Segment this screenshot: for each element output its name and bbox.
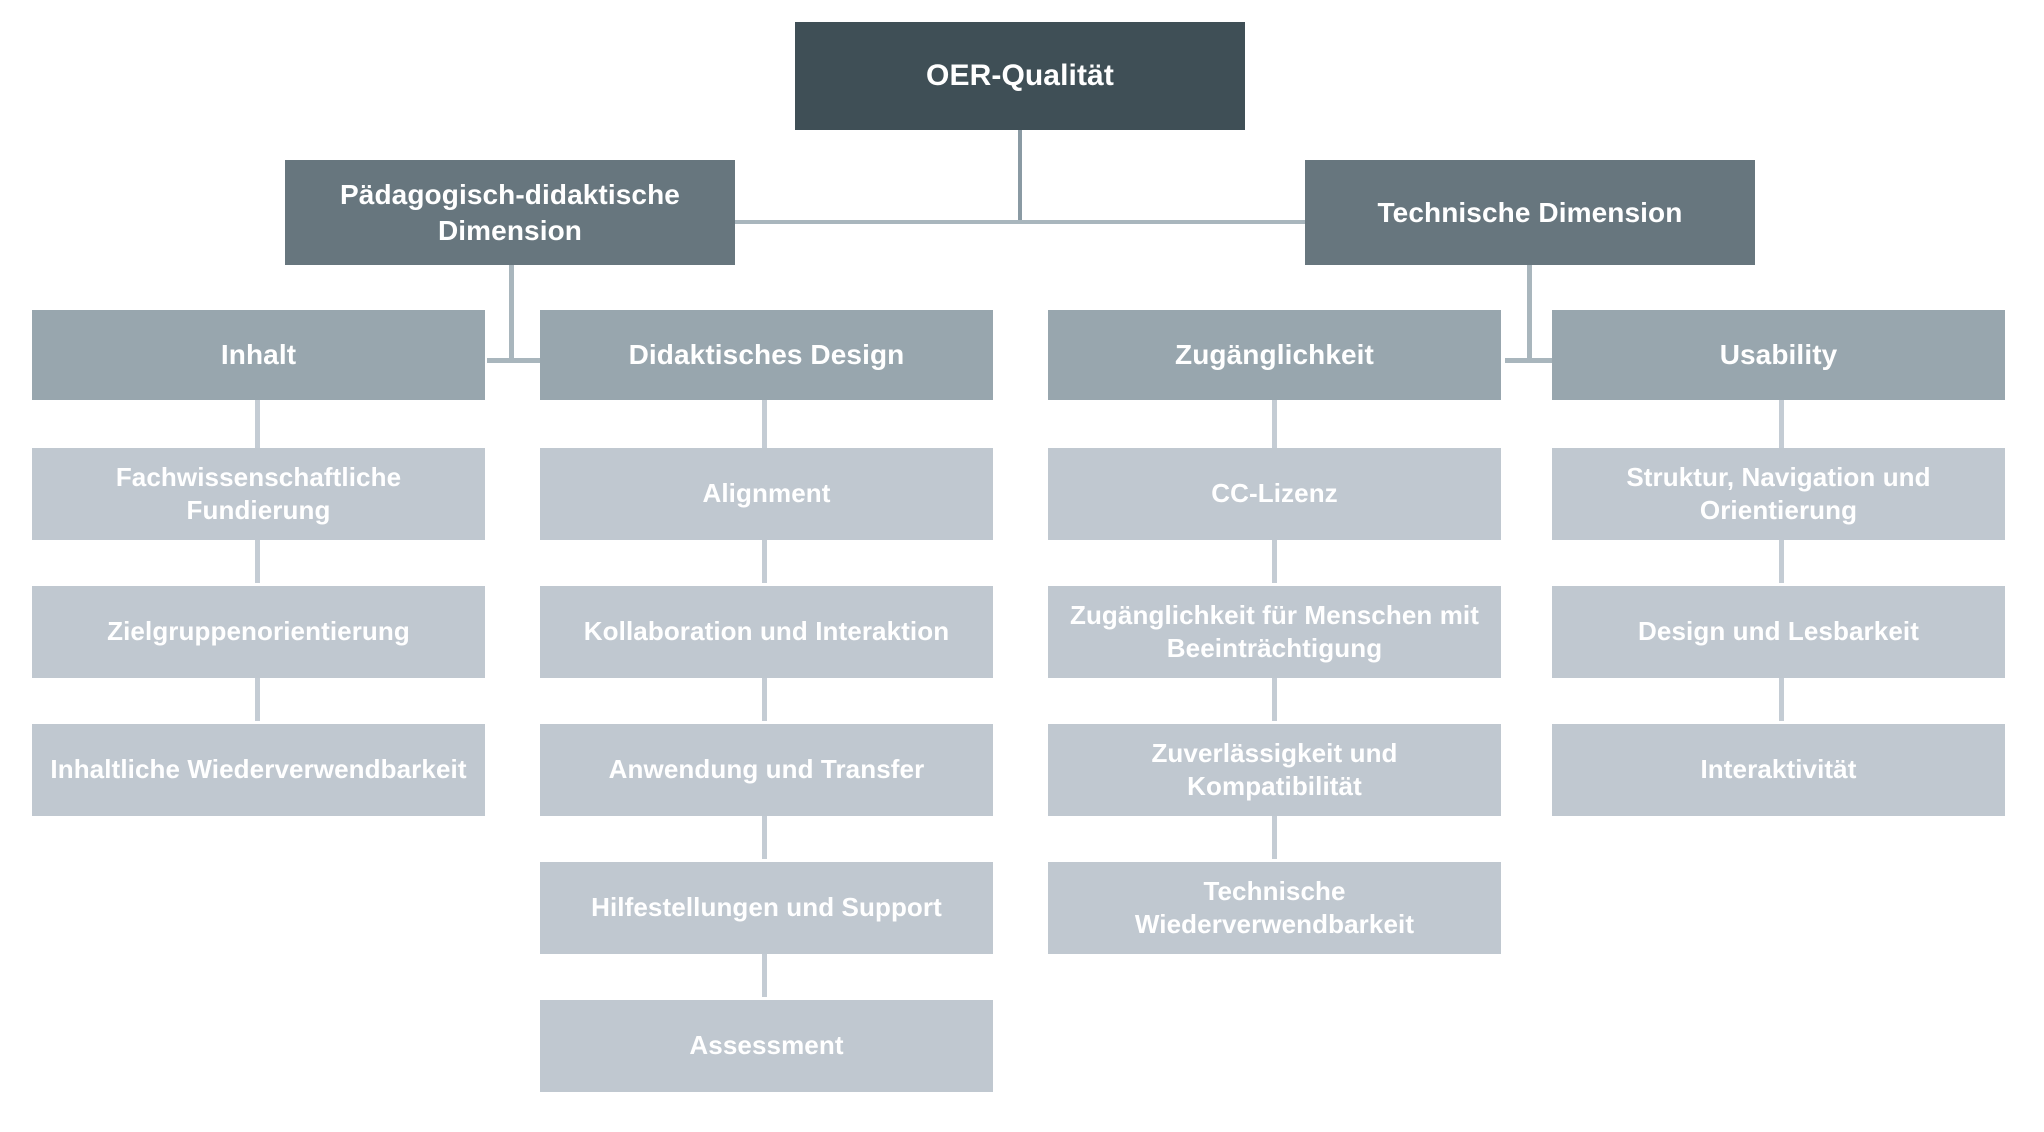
node-category-inhalt[interactable]: Inhalt xyxy=(32,310,485,400)
connector-root-vertical xyxy=(1018,130,1022,222)
node-label: Kollaboration und Interaktion xyxy=(583,616,950,647)
connector-dimension-bus xyxy=(735,220,1305,224)
connector-paed-vertical xyxy=(509,265,514,362)
node-criterion-zugaenglichkeit-fuer-menschen-mit-beeintraechtigung[interactable]: Zugänglichkeit für Menschen mit Beeinträ… xyxy=(1048,586,1501,678)
node-label: Zielgruppenorientierung xyxy=(107,616,410,647)
node-dimension-paedagogisch-didaktisch[interactable]: Pädagogisch-didaktische Dimension xyxy=(285,160,735,265)
node-label: Design und Lesbarkeit xyxy=(1638,616,1919,647)
node-criterion-struktur-navigation-und-orientierung[interactable]: Struktur, Navigation und Orientierung xyxy=(1552,448,2005,540)
connector-inhalt-3 xyxy=(255,676,260,721)
node-label: Zugänglichkeit für Menschen mit Beeinträ… xyxy=(1069,599,1480,663)
connector-didaktik-4 xyxy=(762,814,767,859)
node-label: Assessment xyxy=(689,1030,844,1061)
node-label: Hilfestellungen und Support xyxy=(591,892,942,923)
connector-usability-1 xyxy=(1779,400,1784,450)
node-criterion-fachwissenschaftliche-fundierung[interactable]: Fachwissenschaftliche Fundierung xyxy=(32,448,485,540)
connector-inhalt-1 xyxy=(255,400,260,450)
connector-didaktik-1 xyxy=(762,400,767,450)
node-criterion-hilfestellungen-und-support[interactable]: Hilfestellungen und Support xyxy=(540,862,993,954)
node-criterion-assessment[interactable]: Assessment xyxy=(540,1000,993,1092)
node-label: Pädagogisch-didaktische Dimension xyxy=(340,178,680,246)
node-label: Didaktisches Design xyxy=(628,339,905,371)
connector-didaktik-3 xyxy=(762,676,767,721)
node-label: Zuverlässigkeit und Kompatibilität xyxy=(1151,737,1398,801)
node-criterion-inhaltliche-wiederverwendbarkeit[interactable]: Inhaltliche Wiederverwendbarkeit xyxy=(32,724,485,816)
node-label: Technische Dimension xyxy=(1377,196,1683,228)
node-criterion-alignment[interactable]: Alignment xyxy=(540,448,993,540)
node-dimension-technisch[interactable]: Technische Dimension xyxy=(1305,160,1755,265)
node-category-usability[interactable]: Usability xyxy=(1552,310,2005,400)
node-label: Inhalt xyxy=(220,339,297,371)
connector-didaktik-5 xyxy=(762,952,767,997)
node-criterion-zuverlaessigkeit-und-kompatibilitaet[interactable]: Zuverlässigkeit und Kompatibilität xyxy=(1048,724,1501,816)
connector-usability-2 xyxy=(1779,538,1784,583)
connector-zugang-4 xyxy=(1272,814,1277,859)
node-label: Interaktivität xyxy=(1700,754,1857,785)
node-criterion-design-und-lesbarkeit[interactable]: Design und Lesbarkeit xyxy=(1552,586,2005,678)
node-label: Inhaltliche Wiederverwendbarkeit xyxy=(50,754,467,785)
node-criterion-interaktivitaet[interactable]: Interaktivität xyxy=(1552,724,2005,816)
connector-usability-3 xyxy=(1779,676,1784,721)
node-label: Struktur, Navigation und Orientierung xyxy=(1626,461,1931,525)
node-label: CC-Lizenz xyxy=(1211,478,1338,509)
node-label: Alignment xyxy=(702,478,831,509)
node-criterion-kollaboration-und-interaktion[interactable]: Kollaboration und Interaktion xyxy=(540,586,993,678)
node-label: Zugänglichkeit xyxy=(1175,339,1374,371)
node-criterion-cc-lizenz[interactable]: CC-Lizenz xyxy=(1048,448,1501,540)
connector-zugang-1 xyxy=(1272,400,1277,450)
connector-paed-category-bus xyxy=(487,358,547,363)
node-label: OER-Qualität xyxy=(926,58,1114,92)
connector-tech-category-bus xyxy=(1505,358,1565,363)
connector-inhalt-2 xyxy=(255,538,260,583)
connector-zugang-3 xyxy=(1272,676,1277,721)
node-root-oer-qualitaet[interactable]: OER-Qualität xyxy=(795,22,1245,130)
node-label: Technische Wiederverwendbarkeit xyxy=(1134,875,1415,939)
node-label: Anwendung und Transfer xyxy=(608,754,925,785)
node-label: Usability xyxy=(1719,339,1838,371)
node-category-zugaenglichkeit[interactable]: Zugänglichkeit xyxy=(1048,310,1501,400)
connector-didaktik-2 xyxy=(762,538,767,583)
node-label: Fachwissenschaftliche Fundierung xyxy=(115,461,402,525)
connector-zugang-2 xyxy=(1272,538,1277,583)
connector-tech-vertical xyxy=(1527,265,1532,362)
node-criterion-anwendung-und-transfer[interactable]: Anwendung und Transfer xyxy=(540,724,993,816)
node-category-didaktisches-design[interactable]: Didaktisches Design xyxy=(540,310,993,400)
node-criterion-zielgruppenorientierung[interactable]: Zielgruppenorientierung xyxy=(32,586,485,678)
node-criterion-technische-wiederverwendbarkeit[interactable]: Technische Wiederverwendbarkeit xyxy=(1048,862,1501,954)
